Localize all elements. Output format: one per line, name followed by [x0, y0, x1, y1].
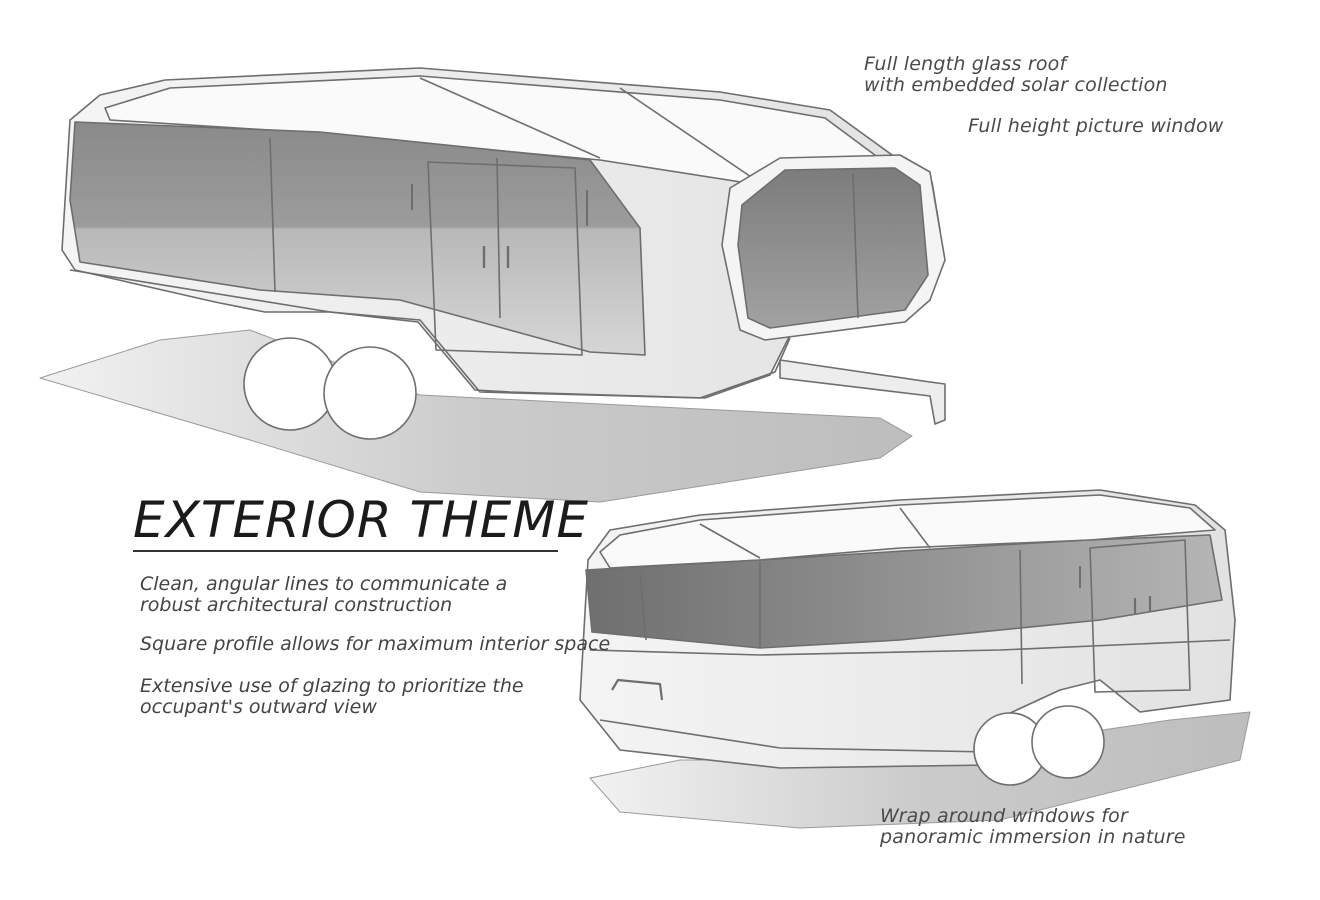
- trailer-1-side-window: [69, 121, 646, 356]
- body-point-1-line-1: Clean, angular lines to communicate a: [140, 573, 508, 595]
- trailer-2-rear-view: [579, 489, 1251, 829]
- body-point-3-line-2: occupant's outward view: [140, 696, 377, 718]
- note-picture-window-line: Full height picture window: [968, 115, 1224, 137]
- trailer-1-side-view: [39, 67, 946, 503]
- page-title: EXTERIOR THEME: [133, 491, 589, 549]
- trailer-1-picture-window: [737, 167, 929, 329]
- note-glass-roof: Full length glass roof with embedded sol…: [864, 54, 1168, 96]
- body-point-3-line-1: Extensive use of glazing to prioritize t…: [140, 675, 524, 697]
- trailer-2-door: [1089, 539, 1191, 693]
- body-point-1: Clean, angular lines to communicate a ro…: [140, 574, 507, 616]
- trailer-2-wrap-windows: [585, 534, 1223, 649]
- trailer-1-wheel-rear: [323, 346, 417, 440]
- note-wrap-windows-line-1: Wrap around windows for: [880, 805, 1129, 827]
- body-point-2: Square profile allows for maximum interi…: [140, 634, 610, 655]
- trailer-1-hitch: [779, 359, 946, 425]
- body-point-2-line-1: Square profile allows for maximum interi…: [140, 633, 611, 655]
- note-glass-roof-line-1: Full length glass roof: [864, 53, 1067, 75]
- note-picture-window: Full height picture window: [968, 116, 1224, 137]
- body-point-3: Extensive use of glazing to prioritize t…: [140, 676, 524, 718]
- note-wrap-windows-line-2: panoramic immersion in nature: [880, 826, 1186, 848]
- title-underline: [133, 550, 558, 552]
- body-point-1-line-2: robust architectural construction: [140, 594, 453, 616]
- trailer-1-door: [427, 161, 583, 356]
- trailer-2-rear-handle: [611, 678, 664, 701]
- trailer-1-wheel-front: [243, 337, 337, 431]
- note-wrap-windows: Wrap around windows for panoramic immers…: [880, 806, 1186, 848]
- note-glass-roof-line-2: with embedded solar collection: [864, 74, 1168, 96]
- trailer-2-wheel-rear: [1031, 705, 1105, 779]
